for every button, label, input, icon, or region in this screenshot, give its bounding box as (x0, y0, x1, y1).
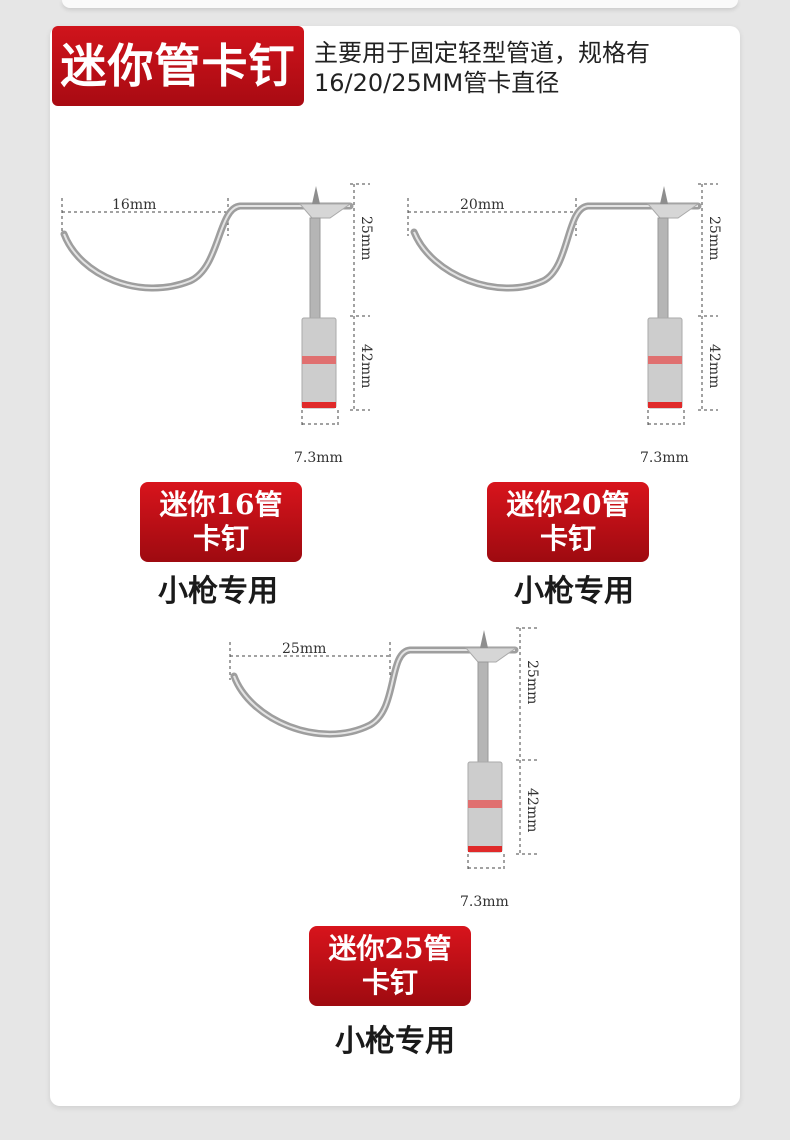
sleeve-width-label: 7.3mm (460, 894, 509, 910)
nail-length-label: 25mm (706, 216, 722, 260)
pipe-clip-nail-illustration: 20mm 25mm 42mm 7.3mm (407, 183, 722, 466)
badge-line-1: 迷你25管 (328, 932, 452, 965)
product-16-badge: 迷你16管 卡钉 (140, 482, 302, 562)
badge-line-2: 卡钉 (192, 522, 249, 555)
sleeve-length-label: 42mm (706, 344, 722, 388)
clip-diameter-label: 25mm (282, 641, 326, 657)
product-25-usage: 小枪专用 (335, 1024, 455, 1059)
badge-line-2: 卡钉 (539, 522, 596, 555)
clip-diameter-label: 20mm (460, 197, 504, 213)
description-line-1: 主要用于固定轻型管道，规格有 (314, 39, 650, 67)
pipe-clip-nail-illustration: 25mm 25mm 42mm 7.3mm (229, 627, 540, 910)
product-25-diagram: 25mm 25mm 42mm 7.3mm (220, 620, 550, 910)
badge-line-2: 卡钉 (361, 966, 418, 999)
sleeve-width-label: 7.3mm (294, 450, 343, 466)
nail-length-label: 25mm (358, 216, 374, 260)
product-20-usage: 小枪专用 (514, 574, 634, 609)
product-16-diagram: 16mm 25mm 42mm 7.3mm (50, 176, 380, 466)
product-description: 主要用于固定轻型管道，规格有 16/20/25MM管卡直径 (314, 38, 744, 98)
sleeve-length-label: 42mm (358, 344, 374, 388)
sleeve-length-label: 42mm (524, 788, 540, 832)
product-25-badge: 迷你25管 卡钉 (309, 926, 471, 1006)
product-16-usage: 小枪专用 (158, 574, 278, 609)
badge-line-1: 迷你20管 (506, 488, 630, 521)
nail-length-label: 25mm (524, 660, 540, 704)
product-20-badge: 迷你20管 卡钉 (487, 482, 649, 562)
product-20-diagram: 20mm 25mm 42mm 7.3mm (398, 176, 728, 466)
top-strip (62, 0, 738, 8)
page-title: 迷你管卡钉 (52, 26, 304, 106)
pipe-clip-nail-illustration: 16mm 25mm 42mm 7.3mm (60, 183, 374, 466)
description-line-2: 16/20/25MM管卡直径 (314, 69, 560, 97)
clip-diameter-label: 16mm (112, 197, 156, 213)
sleeve-width-label: 7.3mm (640, 450, 689, 466)
badge-line-1: 迷你16管 (159, 488, 283, 521)
